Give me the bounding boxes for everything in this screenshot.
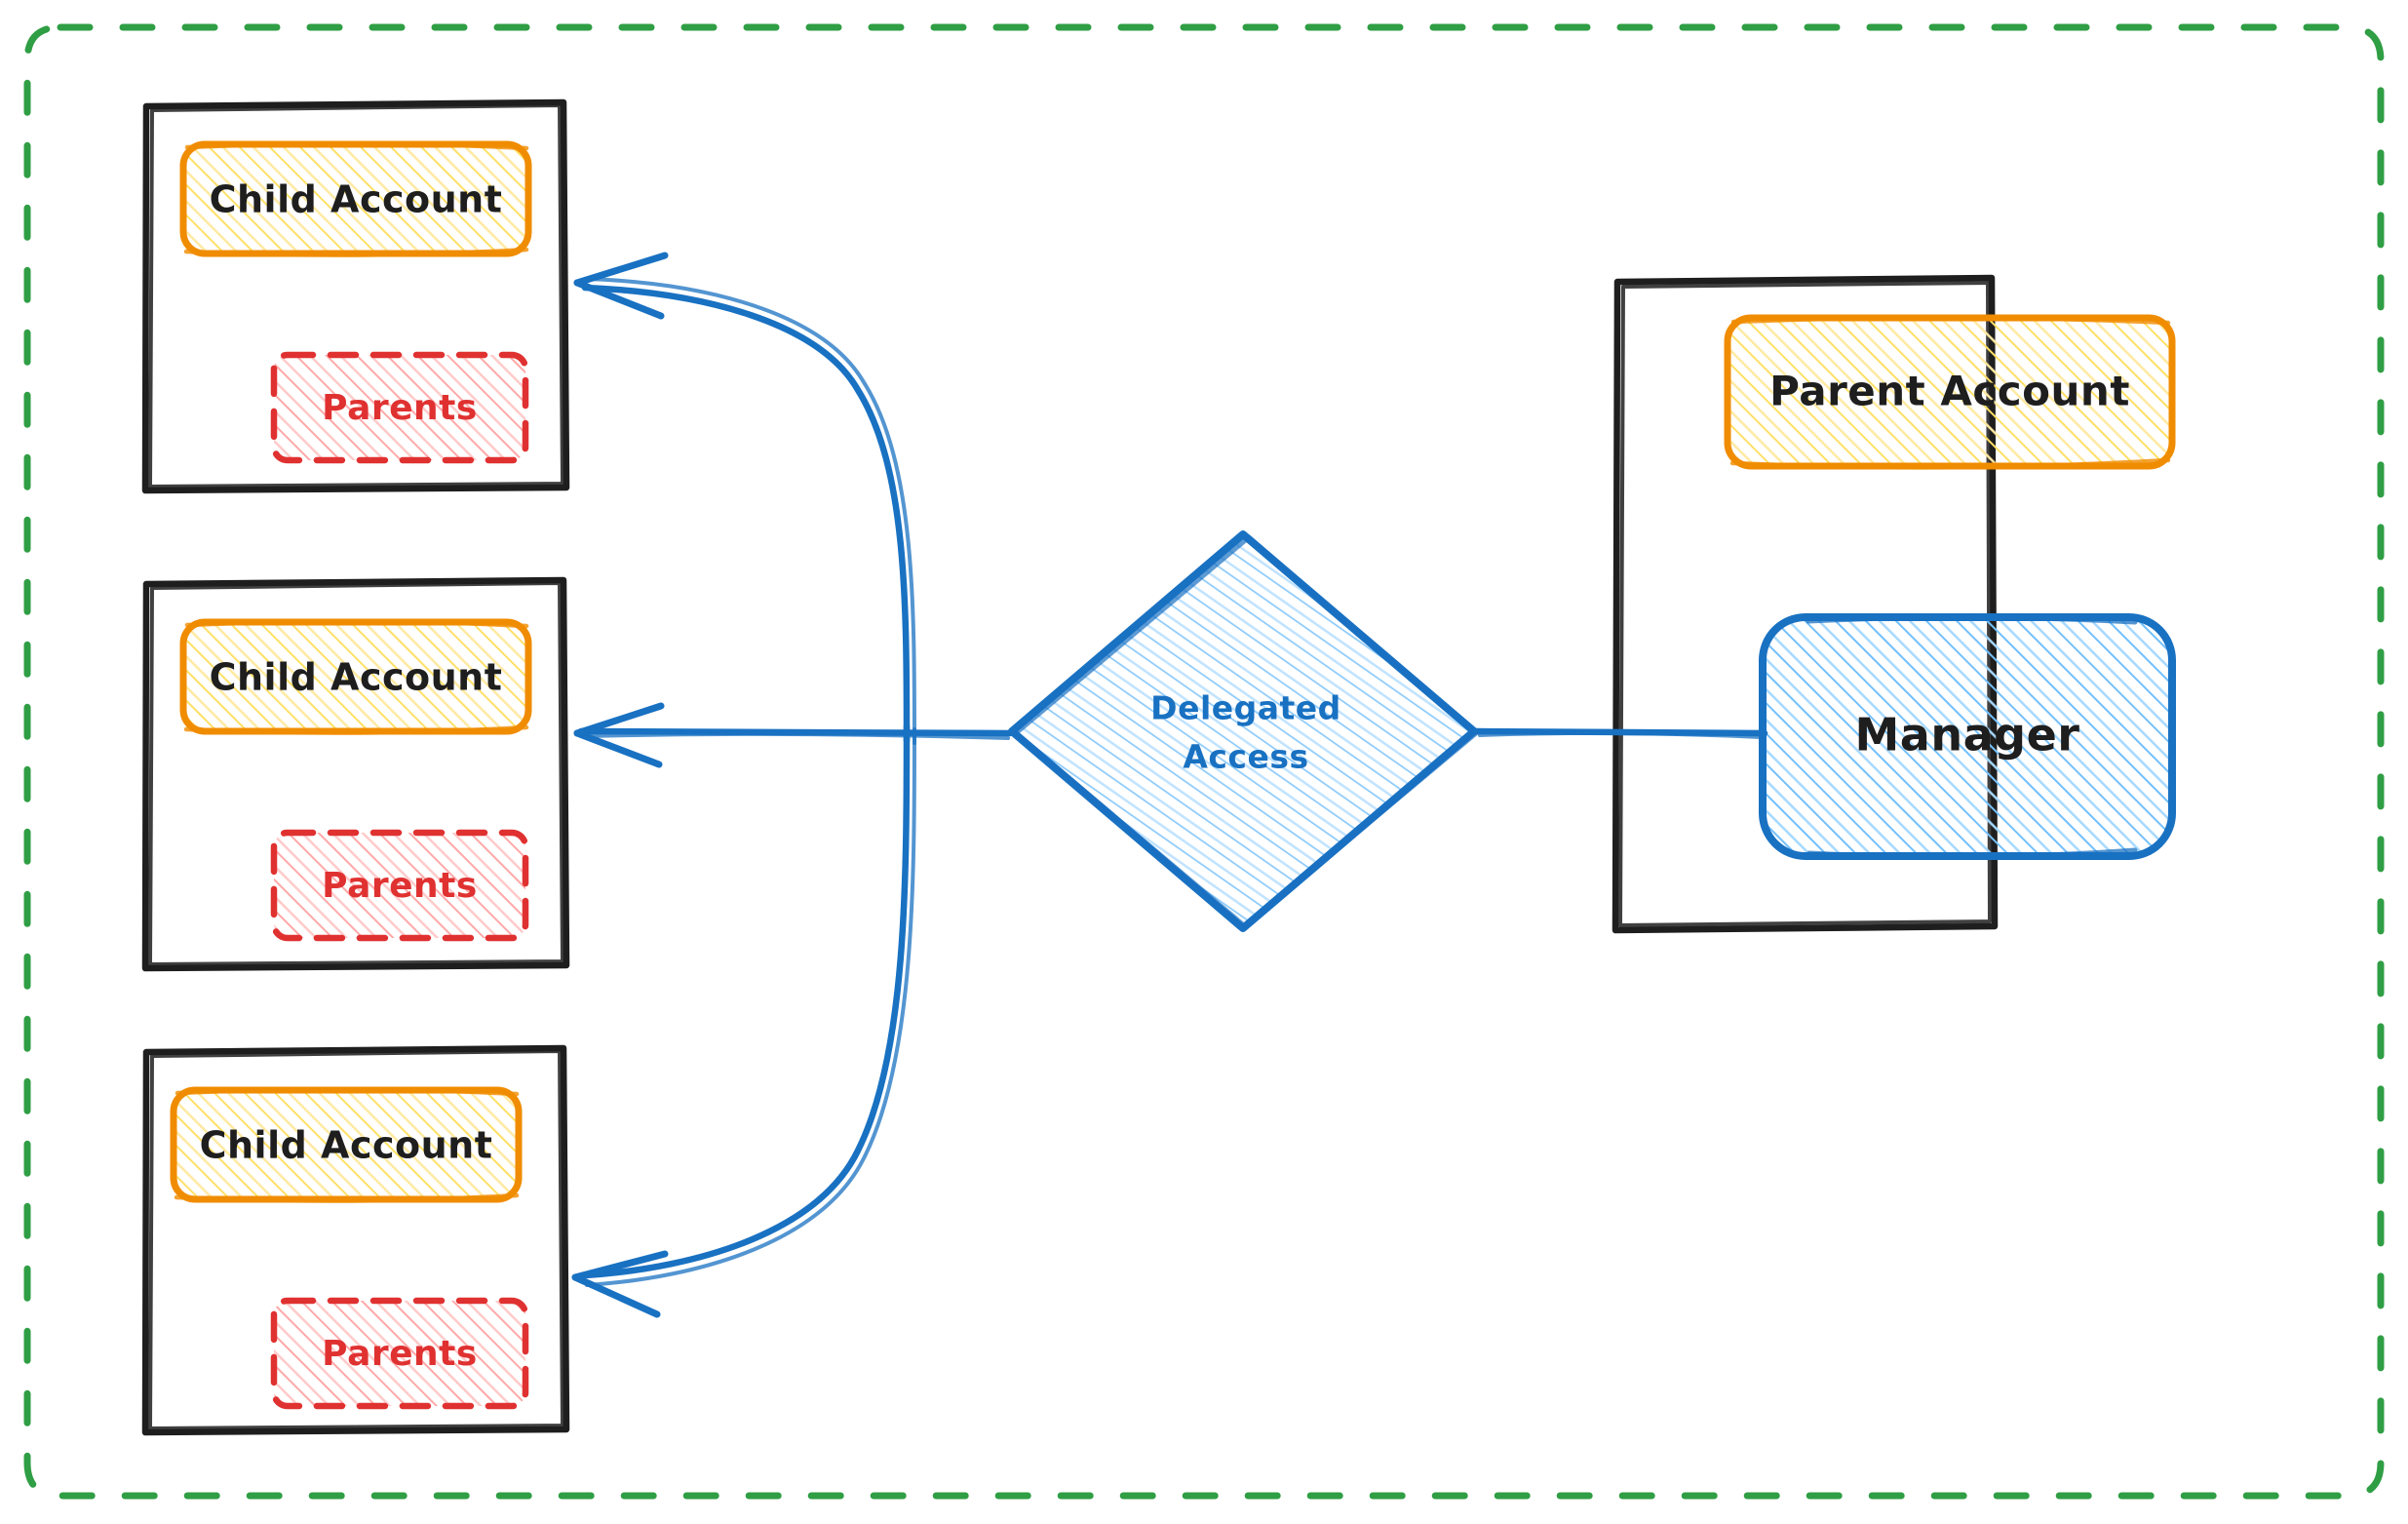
manager-label: Manager	[1855, 709, 2080, 762]
connector-manager-to-delegated	[1472, 727, 1768, 739]
delegated-access-label-line1: Delegated	[1150, 689, 1341, 727]
parents-label-3: Parents	[322, 1334, 478, 1374]
parent-account-label: Parent Account	[1769, 368, 2130, 415]
parents-box-1[interactable]: Parents	[270, 351, 529, 464]
child-account-box-3[interactable]: Child Account	[170, 1086, 523, 1203]
child-account-label-2: Child Account	[210, 656, 503, 699]
child-account-label-3: Child Account	[200, 1124, 493, 1167]
delegated-access-diamond[interactable]: Delegated Access	[1008, 530, 1479, 932]
child-account-box-2[interactable]: Child Account	[179, 618, 532, 735]
connector-delegated-to-child-3	[571, 723, 916, 1318]
parent-account-box[interactable]: Parent Account	[1724, 314, 2176, 470]
child-account-container-1[interactable]: Child Account Parents	[141, 98, 570, 494]
child-account-label-1: Child Account	[210, 178, 503, 221]
delegated-access-label-line2: Access	[1183, 738, 1308, 776]
child-account-box-1[interactable]: Child Account	[179, 140, 532, 257]
parents-label-2: Parents	[322, 866, 478, 906]
child-account-container-2[interactable]: Child Account Parents	[141, 576, 570, 972]
parents-box-3[interactable]: Parents	[270, 1297, 529, 1410]
parent-account-group[interactable]: Parent Account Manager	[1612, 274, 2176, 934]
connector-delegated-to-child-2	[573, 702, 1014, 768]
organization-boundary	[23, 23, 2385, 1500]
parents-box-2[interactable]: Parents	[270, 829, 529, 942]
connector-delegated-to-child-1	[573, 252, 916, 745]
child-account-container-3[interactable]: Child Account Parents	[141, 1044, 570, 1436]
manager-box[interactable]: Manager	[1759, 613, 2176, 860]
parents-label-1: Parents	[322, 388, 478, 428]
